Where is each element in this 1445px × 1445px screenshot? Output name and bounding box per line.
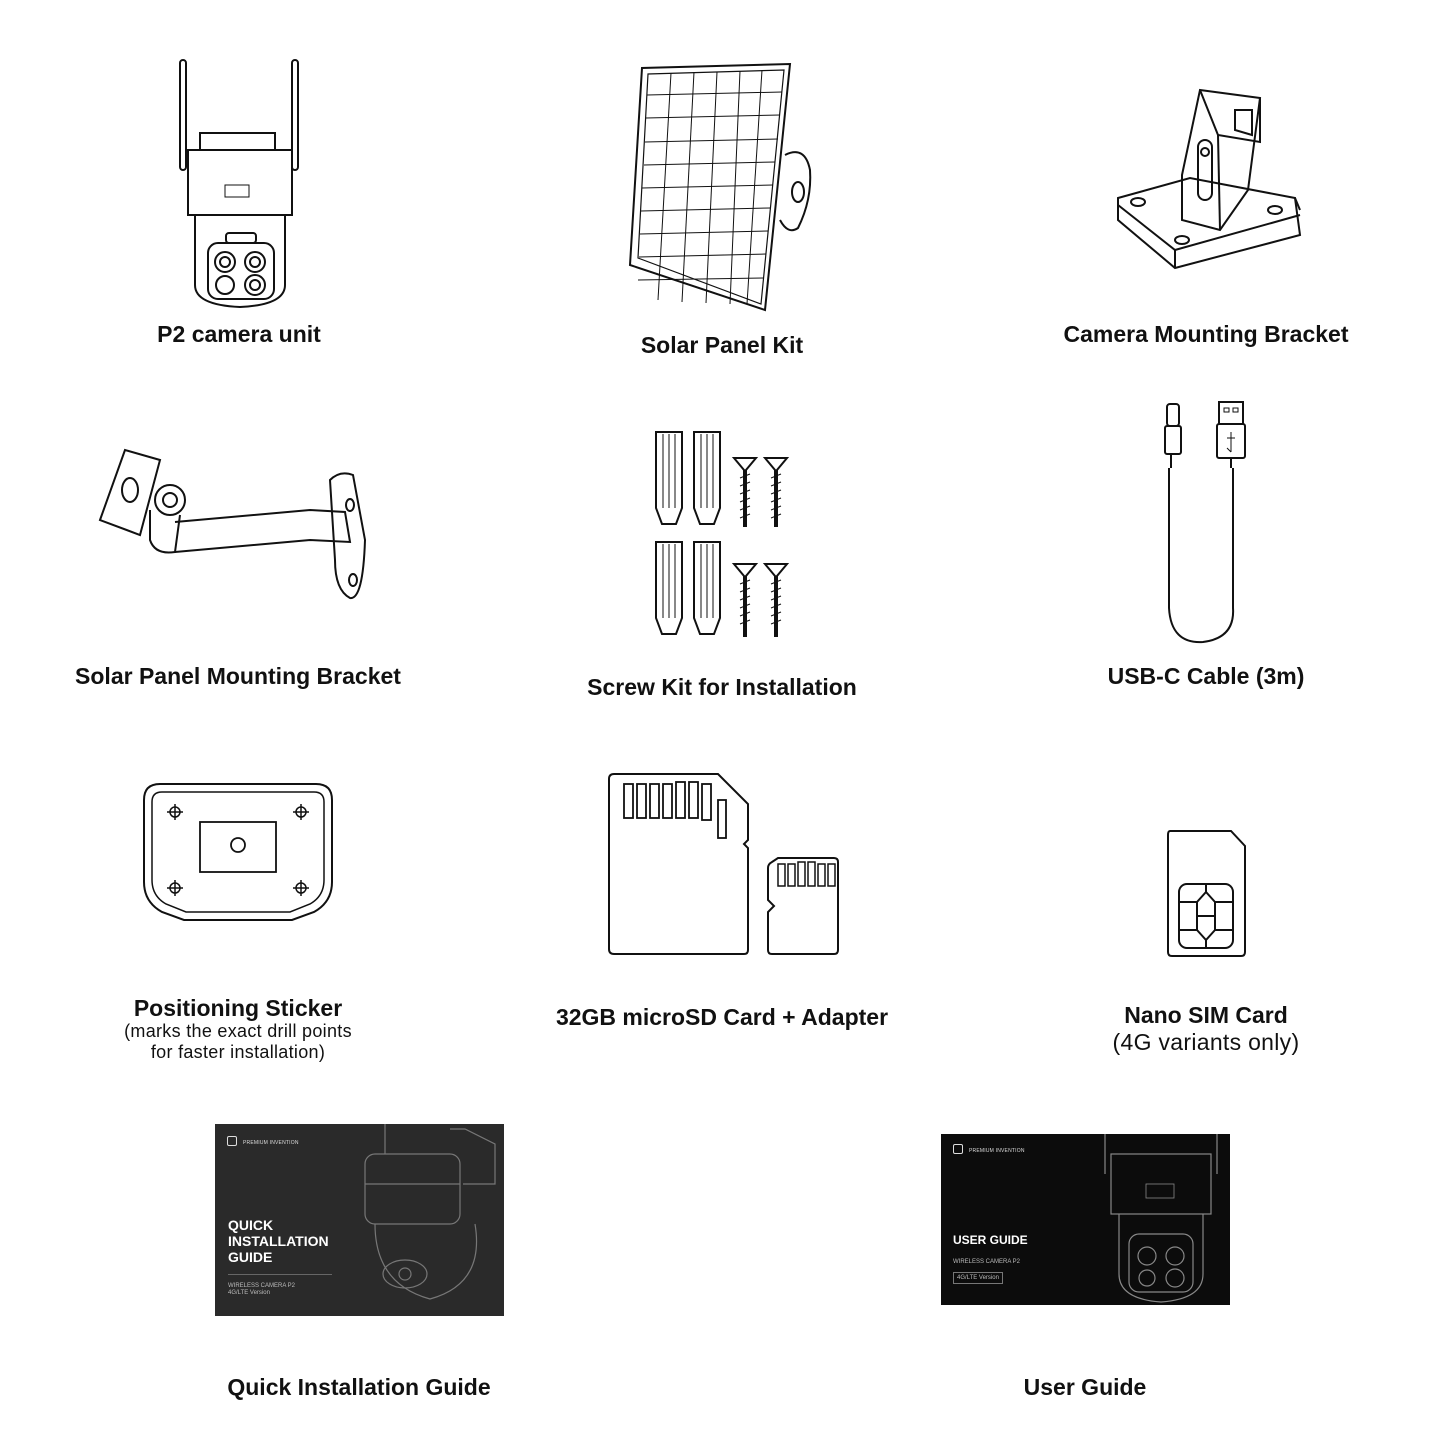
solar-panel-icon	[628, 62, 812, 312]
sd-card-icon	[608, 773, 839, 955]
label-screw-kit: Screw Kit for Installation	[587, 674, 857, 700]
usb-cable-icon	[1164, 401, 1246, 644]
camera-sketch-icon	[364, 1124, 496, 1300]
label-solar-bracket: Solar Panel Mounting Bracket	[75, 663, 401, 689]
label-sim-card: Nano SIM Card	[1124, 1002, 1288, 1028]
camera-bracket-icon	[1117, 88, 1302, 270]
label-camera: P2 camera unit	[157, 321, 321, 347]
quick-guide-meta-1: WIRELESS CAMERA P2	[228, 1283, 296, 1289]
user-guide-booklet: PREMIUM INVENTION USER GUIDE WIRELESS CA…	[941, 1134, 1230, 1305]
label-sd-card: 32GB microSD Card + Adapter	[555, 1004, 889, 1030]
label-user-guide: User Guide	[1023, 1374, 1147, 1400]
quick-guide-title-1: QUICK	[228, 1217, 274, 1233]
label-sticker: Positioning Sticker	[133, 995, 343, 1021]
camera-icon	[179, 59, 299, 309]
brand-logo-icon	[227, 1136, 237, 1146]
quick-guide-divider	[228, 1274, 332, 1275]
screw-kit-icon	[655, 431, 790, 637]
brand-logo-icon	[953, 1144, 963, 1154]
label-camera-bracket: Camera Mounting Bracket	[1063, 321, 1349, 347]
user-guide-brand: PREMIUM INVENTION	[969, 1148, 1025, 1154]
label-quick-guide: Quick Installation Guide	[227, 1374, 491, 1400]
solar-bracket-icon	[98, 448, 367, 599]
camera-sketch-icon	[1104, 1134, 1218, 1303]
label-solar-panel: Solar Panel Kit	[640, 332, 804, 358]
user-guide-meta-2: 4G/LTE Version	[953, 1272, 1003, 1284]
quick-guide-meta-2: 4G/LTE Version	[228, 1290, 270, 1296]
sticker-note-line2: for faster installation)	[150, 1042, 326, 1062]
user-guide-title: USER GUIDE	[953, 1233, 1028, 1247]
label-usb-cable: USB-C Cable (3m)	[1107, 663, 1305, 689]
positioning-sticker-icon	[143, 783, 333, 921]
quick-guide-title-3: GUIDE	[228, 1249, 273, 1265]
quick-guide-brand: PREMIUM INVENTION	[243, 1140, 299, 1146]
sticker-note-line1: (marks the exact drill points	[124, 1021, 352, 1041]
user-guide-meta-1: WIRELESS CAMERA P2	[953, 1259, 1021, 1265]
quick-guide-booklet: PREMIUM INVENTION QUICK INSTALLATION GUI…	[215, 1124, 504, 1316]
sim-card-icon	[1167, 830, 1246, 957]
sim-card-note: (4G variants only)	[1112, 1029, 1300, 1055]
quick-guide-title-2: INSTALLATION	[228, 1233, 329, 1249]
